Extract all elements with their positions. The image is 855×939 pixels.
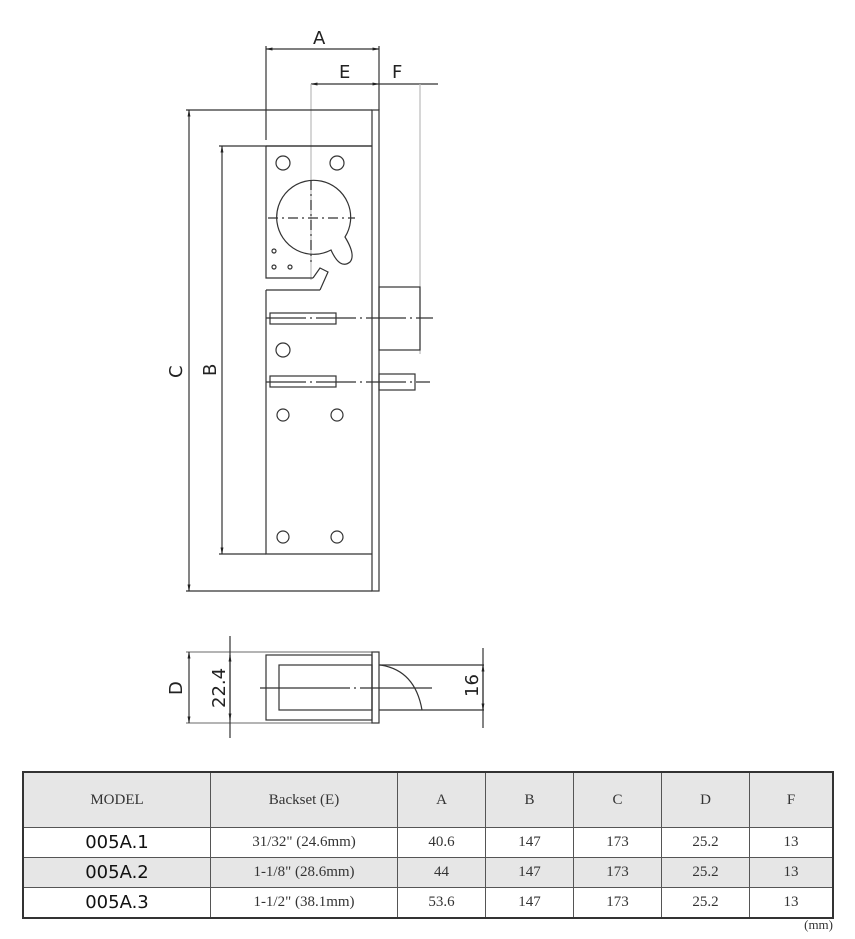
lock-case-upper bbox=[265, 145, 372, 279]
label-22-4: 22.4 bbox=[209, 668, 230, 708]
cell-backset: 1-1/8" (28.6mm) bbox=[210, 857, 398, 888]
table-row: 005A.2 1-1/8" (28.6mm) 44 147 173 25.2 1… bbox=[22, 857, 834, 888]
header-model: MODEL bbox=[22, 771, 211, 828]
header-a: A bbox=[397, 771, 486, 828]
cell-backset: 31/32" (24.6mm) bbox=[210, 827, 398, 858]
label-f: F bbox=[392, 62, 402, 83]
cell-model: 005A.2 bbox=[22, 857, 211, 888]
side-view bbox=[186, 636, 485, 738]
cell-c: 173 bbox=[573, 827, 662, 858]
cell-model: 005A.3 bbox=[22, 887, 211, 919]
cell-a: 53.6 bbox=[397, 887, 486, 919]
label-a: A bbox=[313, 28, 326, 49]
header-backset: Backset (E) bbox=[210, 771, 398, 828]
label-c: C bbox=[166, 365, 187, 378]
cell-c: 173 bbox=[573, 857, 662, 888]
screw-holes bbox=[271, 155, 345, 544]
dimension-a bbox=[265, 46, 380, 140]
faceplate bbox=[371, 109, 380, 592]
cell-f: 13 bbox=[749, 857, 834, 888]
header-d: D bbox=[661, 771, 750, 828]
table-row: 005A.3 1-1/2" (38.1mm) 53.6 147 173 25.2… bbox=[22, 887, 834, 919]
spec-table: MODEL Backset (E) A B C D F 005A.1 31/32… bbox=[22, 771, 834, 919]
header-b: B bbox=[485, 771, 574, 828]
cell-d: 25.2 bbox=[661, 827, 750, 858]
table-row: 005A.1 31/32" (24.6mm) 40.6 147 173 25.2… bbox=[22, 827, 834, 858]
dimension-c bbox=[186, 109, 372, 592]
cell-b: 147 bbox=[485, 887, 574, 919]
cell-f: 13 bbox=[749, 887, 834, 919]
label-16: 16 bbox=[462, 674, 483, 697]
cell-f: 13 bbox=[749, 827, 834, 858]
lock-technical-drawing: A E F C B D 22.4 16 bbox=[166, 28, 485, 738]
cell-model: 005A.1 bbox=[22, 827, 211, 858]
cell-d: 25.2 bbox=[661, 887, 750, 919]
cell-a: 40.6 bbox=[397, 827, 486, 858]
cell-b: 147 bbox=[485, 827, 574, 858]
auxiliary-bolt bbox=[378, 373, 416, 391]
header-f: F bbox=[749, 771, 834, 828]
cell-d: 25.2 bbox=[661, 857, 750, 888]
latch-bolt bbox=[378, 286, 421, 351]
cell-c: 173 bbox=[573, 887, 662, 919]
table-header-row: MODEL Backset (E) A B C D F bbox=[22, 771, 834, 828]
label-d: D bbox=[166, 681, 187, 695]
cell-a: 44 bbox=[397, 857, 486, 888]
header-c: C bbox=[573, 771, 662, 828]
cylinder-cutout bbox=[276, 179, 353, 265]
label-e: E bbox=[339, 62, 350, 83]
cell-b: 147 bbox=[485, 857, 574, 888]
label-b: B bbox=[200, 364, 221, 376]
cell-backset: 1-1/2" (38.1mm) bbox=[210, 887, 398, 919]
unit-note: (mm) bbox=[804, 917, 833, 932]
